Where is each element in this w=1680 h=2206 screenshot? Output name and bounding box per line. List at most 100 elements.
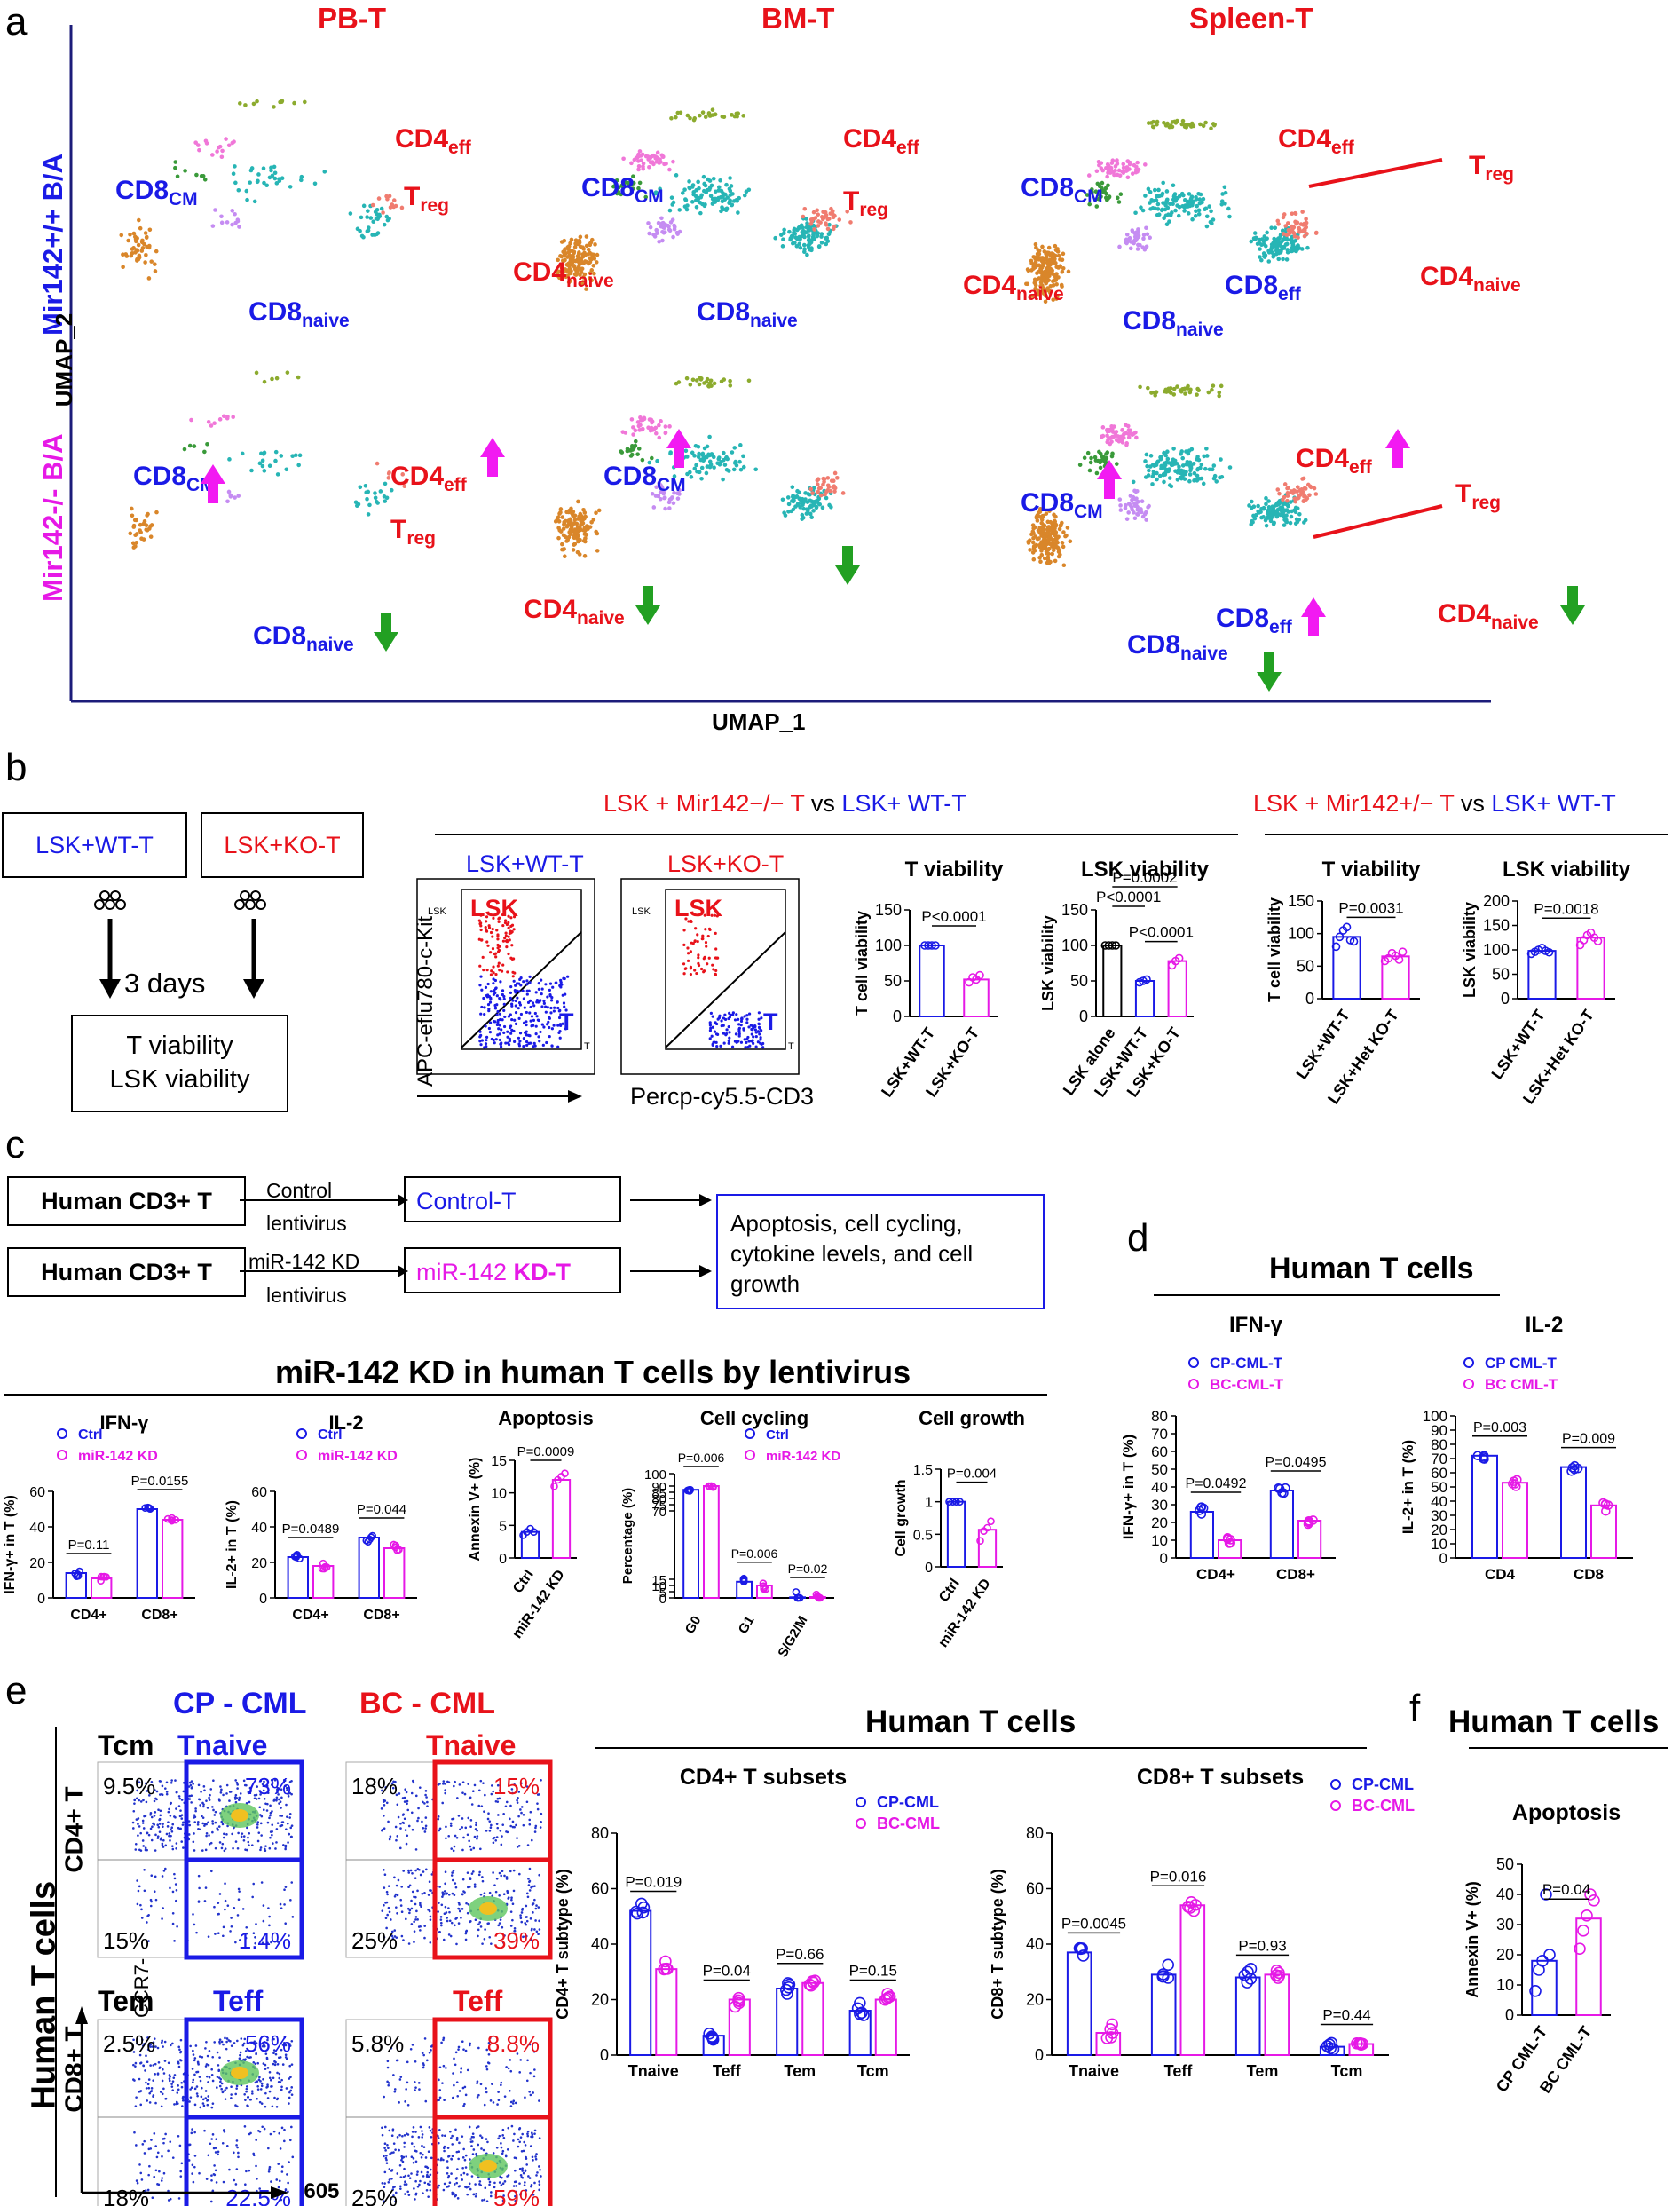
umap-point xyxy=(1090,187,1094,192)
umap-point xyxy=(1136,242,1140,248)
flow-dot xyxy=(457,1907,460,1910)
umap-point xyxy=(1167,202,1172,206)
umap-point xyxy=(1127,235,1132,241)
flow-dot xyxy=(263,2127,266,2131)
umap-point xyxy=(694,463,698,468)
flow-dot xyxy=(165,1832,169,1836)
flow-dot xyxy=(525,1032,528,1036)
flow-dot xyxy=(222,1836,225,1839)
umap-point xyxy=(183,169,187,173)
flow-dot xyxy=(228,2168,231,2171)
flow-dot xyxy=(284,1847,287,1851)
flow-dot xyxy=(207,1935,210,1938)
umap-point xyxy=(147,227,153,233)
y-tick-label: 0 xyxy=(1160,1550,1168,1567)
umap-point xyxy=(1251,236,1257,241)
flow-dot xyxy=(478,964,482,968)
y-tick-label: 50 xyxy=(1151,1461,1168,1478)
umap-point xyxy=(363,483,368,488)
umap-point xyxy=(692,454,697,458)
umap-point xyxy=(721,194,725,199)
umap-point xyxy=(568,532,573,536)
flow-dot xyxy=(235,2144,238,2147)
flow-dot xyxy=(708,1024,712,1027)
flow-dot xyxy=(201,1801,204,1805)
umap-point xyxy=(584,234,589,239)
umap-point xyxy=(579,518,583,524)
flow-dot xyxy=(479,1012,483,1016)
umap-point xyxy=(648,155,653,161)
umap-point xyxy=(1140,245,1146,249)
flow-dot xyxy=(483,1892,486,1894)
umap-point xyxy=(273,449,279,455)
flow-dot xyxy=(479,975,483,978)
flow-dot xyxy=(149,1904,153,1908)
umap-point xyxy=(561,526,566,531)
flow-dot xyxy=(504,931,508,935)
flow-dot xyxy=(162,2072,166,2075)
flow-dot xyxy=(179,2170,183,2173)
umap-point xyxy=(1029,258,1034,264)
umap-point xyxy=(663,424,668,429)
flow-dot xyxy=(407,1886,410,1889)
flow-dot xyxy=(718,1014,722,1017)
flow-dot xyxy=(162,1907,164,1909)
umap-point xyxy=(1036,255,1041,260)
umap-point xyxy=(254,370,259,376)
flow-dot xyxy=(484,1793,486,1797)
flow-dot xyxy=(268,2090,272,2093)
flow-dot xyxy=(215,2181,218,2184)
flow-dot xyxy=(170,1828,172,1831)
umap-point xyxy=(688,115,692,121)
flow-dot xyxy=(203,1789,206,1792)
flow-dot xyxy=(260,1881,264,1884)
umap-point xyxy=(710,196,715,202)
flow-dot xyxy=(387,1885,390,1887)
flow-dot xyxy=(478,984,482,987)
umap-point xyxy=(709,183,714,188)
flow-dot xyxy=(191,1786,193,1789)
umap-point xyxy=(796,237,801,241)
flow-dot xyxy=(145,1800,148,1804)
flow-dot xyxy=(168,1832,171,1835)
umap-point xyxy=(707,464,713,470)
flow-dot xyxy=(381,1909,384,1912)
flow-dot xyxy=(234,1941,237,1944)
umap-point xyxy=(1043,257,1047,261)
umap-point xyxy=(284,467,289,472)
flow-dot xyxy=(265,2086,268,2089)
flow-dot xyxy=(484,985,488,989)
umap-point xyxy=(816,486,822,491)
y-tick-label: 30 xyxy=(1151,1497,1168,1514)
flow-dot xyxy=(713,1040,716,1044)
flow-dot xyxy=(697,953,700,957)
flow-dot xyxy=(443,1890,446,1893)
y-axis-label: IL-2+ in T (%) xyxy=(1400,1440,1416,1534)
flow-dot xyxy=(285,1828,288,1830)
umap-point xyxy=(594,510,598,516)
flow-dot xyxy=(398,1846,402,1850)
umap-point xyxy=(136,242,141,248)
flow-dot xyxy=(201,1816,205,1819)
flow-dot xyxy=(180,2085,184,2089)
umap-point xyxy=(144,523,149,528)
flow-dot xyxy=(262,1919,265,1923)
umap-point xyxy=(1029,294,1035,298)
flow-dot xyxy=(224,2036,226,2040)
flow-dot xyxy=(165,1792,169,1796)
flow-dot xyxy=(538,1873,540,1877)
legend-label: CP-CML-T xyxy=(1210,1355,1283,1372)
flow-dot xyxy=(276,2071,279,2075)
flow-dot xyxy=(454,1886,458,1889)
flow-dot xyxy=(269,2078,272,2082)
flow-dot xyxy=(280,2126,284,2130)
flow-dot xyxy=(211,1820,214,1823)
flow-dot xyxy=(535,1000,539,1004)
flow-dot xyxy=(259,1848,262,1852)
flow-dot xyxy=(262,1904,265,1907)
flow-dot xyxy=(506,1035,509,1039)
flow-dot xyxy=(258,2076,261,2079)
flow-dot xyxy=(246,1848,248,1852)
flow-dot xyxy=(159,1809,162,1813)
umap-point xyxy=(595,549,600,553)
